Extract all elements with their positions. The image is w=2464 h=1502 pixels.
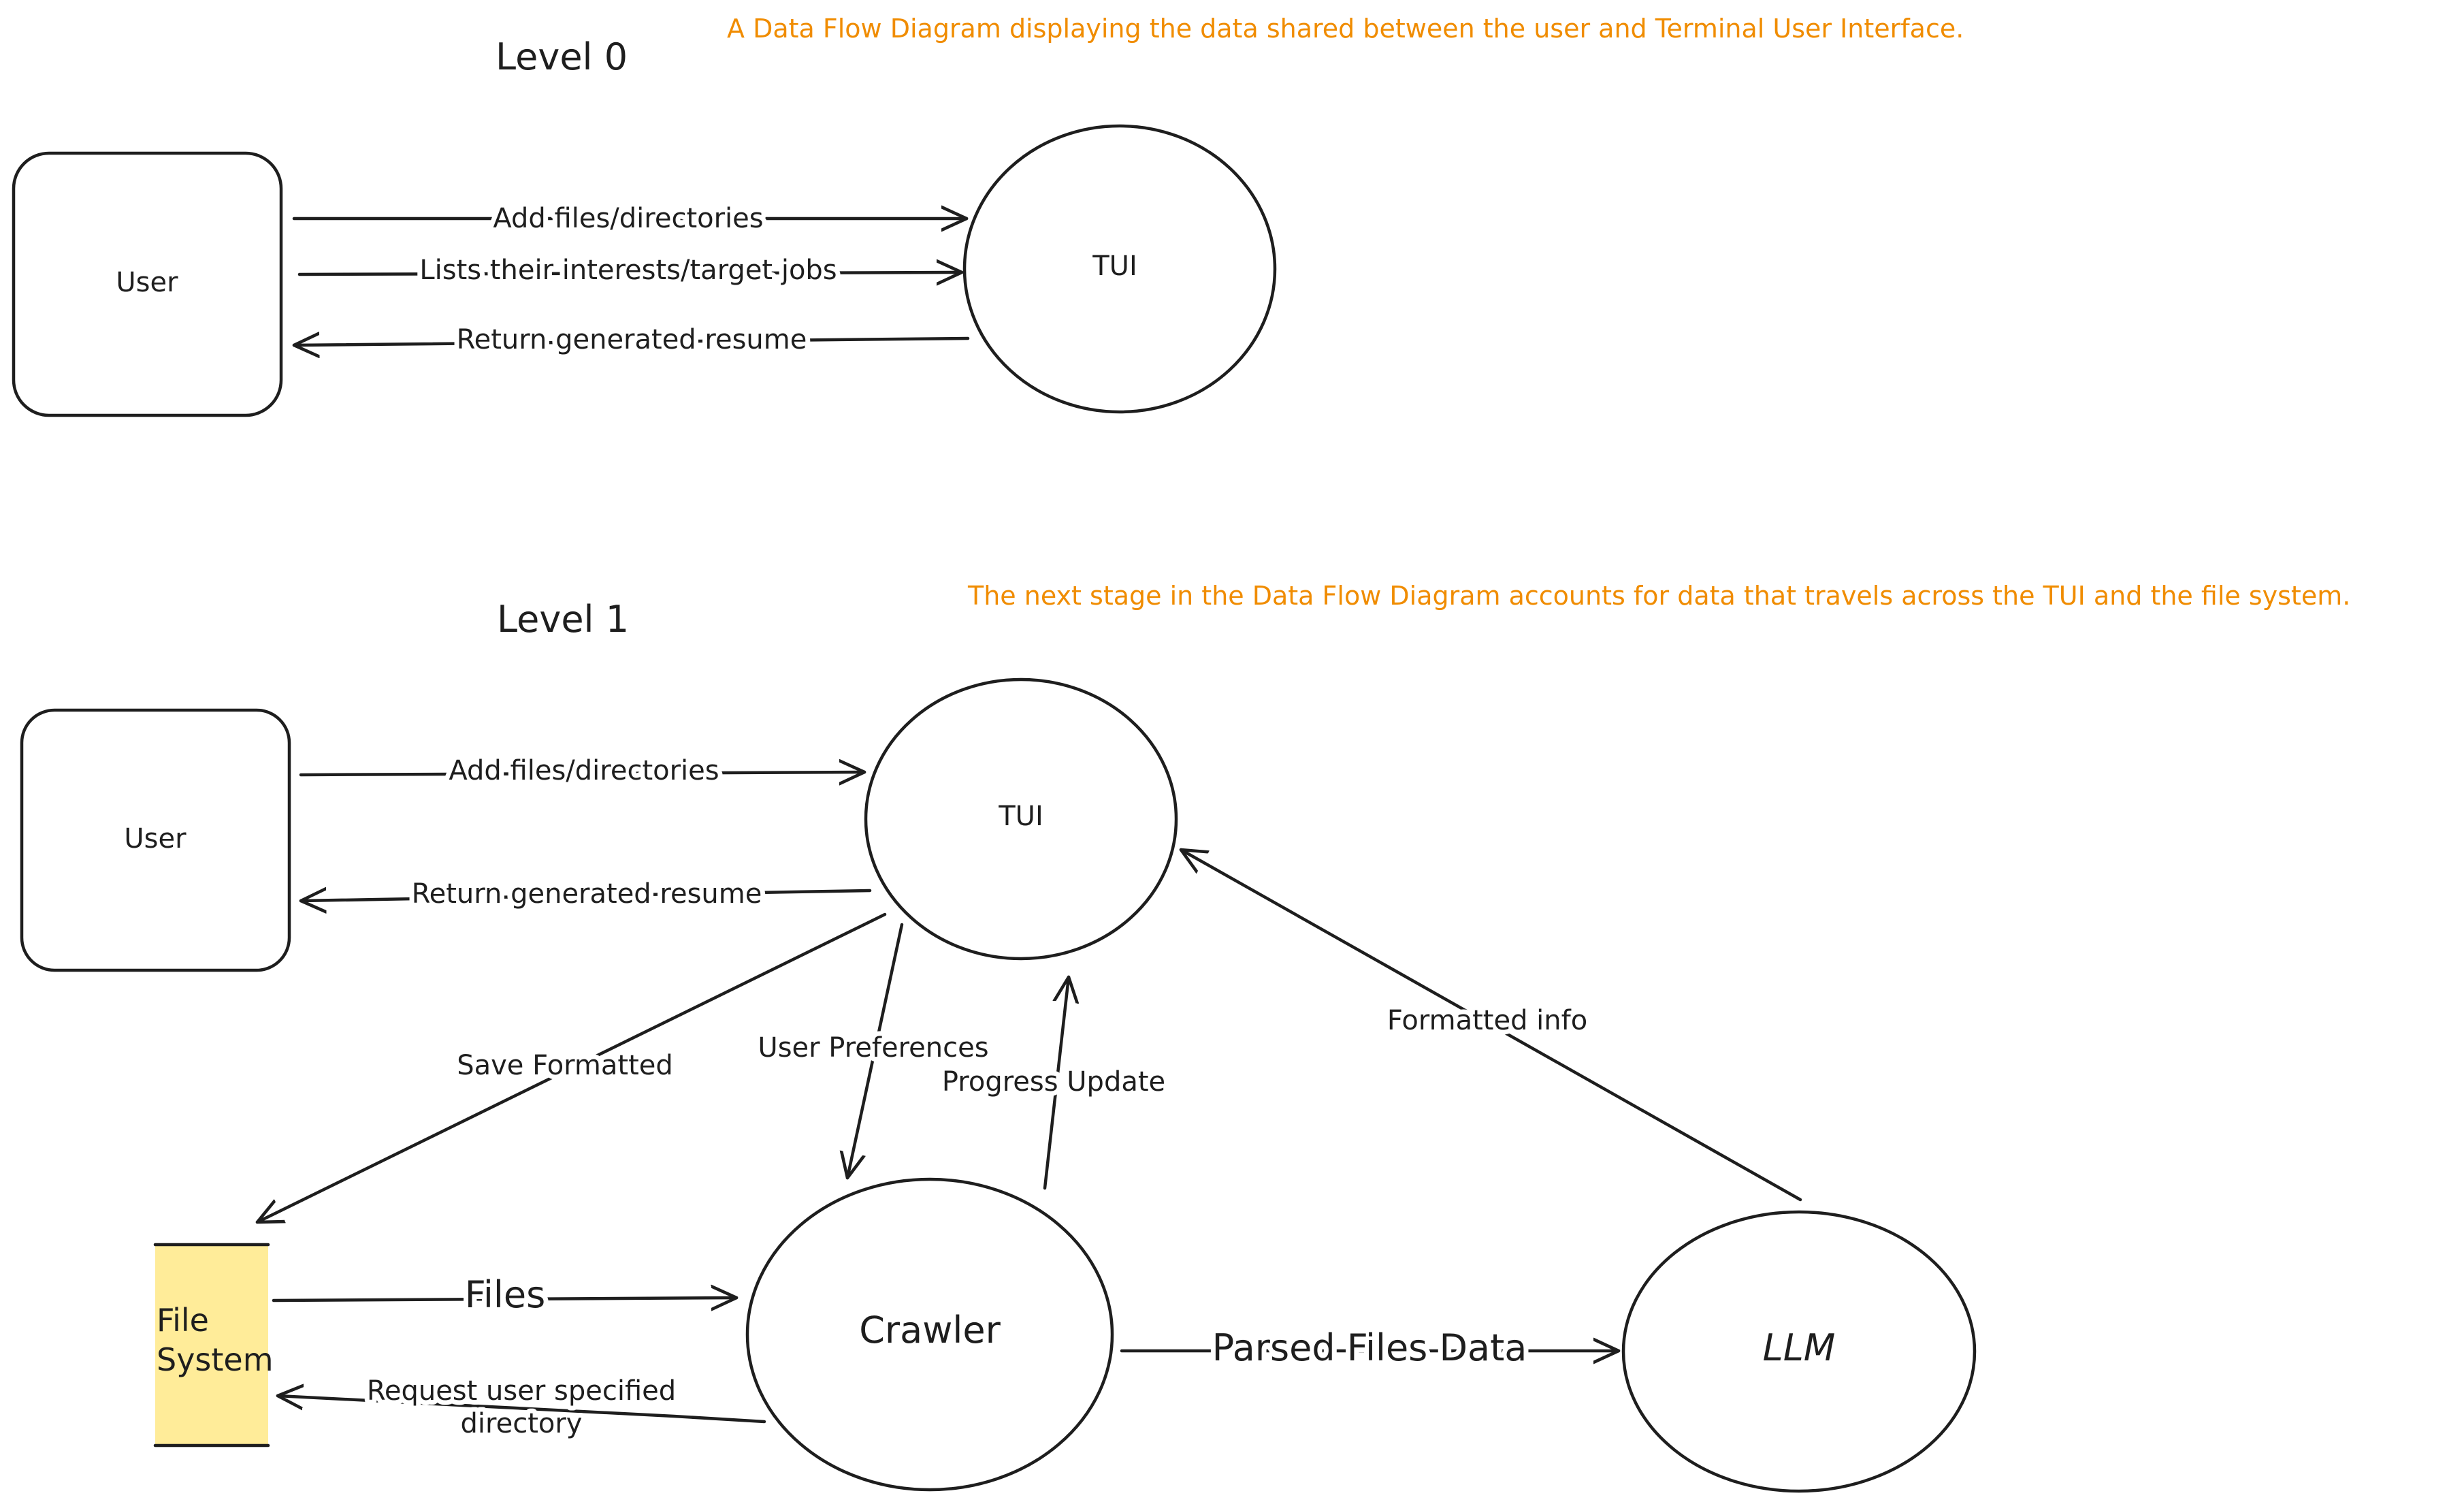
level-0-note: A Data Flow Diagram displaying the data …: [727, 14, 1964, 44]
level1-user-label: User: [124, 823, 187, 854]
level1-flow-save-formatted-label: Save Formatted: [457, 1050, 673, 1081]
level-0-heading: Level 0: [496, 35, 628, 78]
level1-flow-formatted-info-label: Formatted info: [1387, 1005, 1587, 1036]
level0-tui-process[interactable]: TUI: [962, 124, 1277, 414]
level0-tui-label: TUI: [1092, 251, 1137, 282]
level0-flow-interests-label: Lists their interests/target jobs: [419, 255, 837, 286]
level1-flow-add-files-label: Add files/directories: [449, 755, 719, 786]
level1-flow-files-label: Files: [465, 1273, 546, 1316]
level0-flow-add-files[interactable]: Add files/directories: [292, 198, 967, 239]
level1-flow-request-directory-label-line2: directory: [461, 1408, 583, 1439]
level0-user-label: User: [116, 267, 178, 298]
level1-flow-progress-update[interactable]: Progress Update: [937, 977, 1170, 1190]
level0-flow-return-resume[interactable]: Return generated resume: [294, 319, 970, 360]
level1-flow-request-directory-label-line1: Request user specified: [367, 1375, 676, 1407]
level1-flow-formatted-info[interactable]: Formatted info: [1181, 850, 1802, 1202]
level0-flow-add-files-label: Add files/directories: [493, 203, 763, 234]
level1-flow-add-files[interactable]: Add files/directories: [299, 750, 864, 791]
level1-flow-progress-update-label: Progress Update: [942, 1066, 1165, 1098]
level1-flow-return-resume-label: Return generated resume: [412, 878, 762, 910]
level1-crawler-label: Crawler: [859, 1309, 1001, 1352]
level1-llm-label: LLM: [1763, 1326, 1836, 1369]
level-1-heading: Level 1: [497, 598, 629, 641]
level1-flow-parsed-files-data-label: Parsed Files Data: [1212, 1326, 1527, 1369]
level1-flow-user-preferences[interactable]: User Preferences: [753, 923, 994, 1178]
level1-flow-user-preferences-label: User Preferences: [758, 1032, 988, 1064]
level1-flow-parsed-files-data[interactable]: Parsed Files Data: [1120, 1322, 1619, 1374]
level1-crawler-process[interactable]: Crawler: [745, 1177, 1114, 1492]
level1-flow-request-directory[interactable]: Request user specified directory: [278, 1371, 766, 1444]
level1-user-entity[interactable]: User: [20, 708, 291, 972]
level1-tui-label: TUI: [998, 801, 1043, 832]
level0-user-entity[interactable]: User: [12, 151, 283, 417]
level1-flow-return-resume[interactable]: Return generated resume: [301, 874, 872, 914]
level1-tui-process[interactable]: TUI: [864, 677, 1178, 961]
level1-llm-process[interactable]: LLM: [1621, 1210, 1977, 1493]
level1-file-system-label-line1: File: [157, 1302, 209, 1339]
level1-flow-files[interactable]: Files: [272, 1268, 736, 1321]
level1-file-system-datastore[interactable]: File System: [153, 1243, 274, 1448]
level-1-note: The next stage in the Data Flow Diagram …: [967, 581, 2350, 611]
level1-file-system-label-line2: System: [157, 1341, 274, 1378]
level1-flow-save-formatted[interactable]: Save Formatted: [257, 912, 887, 1222]
level0-flow-return-resume-label: Return generated resume: [457, 324, 807, 355]
level0-flow-interests[interactable]: Lists their interests/target jobs: [297, 250, 962, 291]
